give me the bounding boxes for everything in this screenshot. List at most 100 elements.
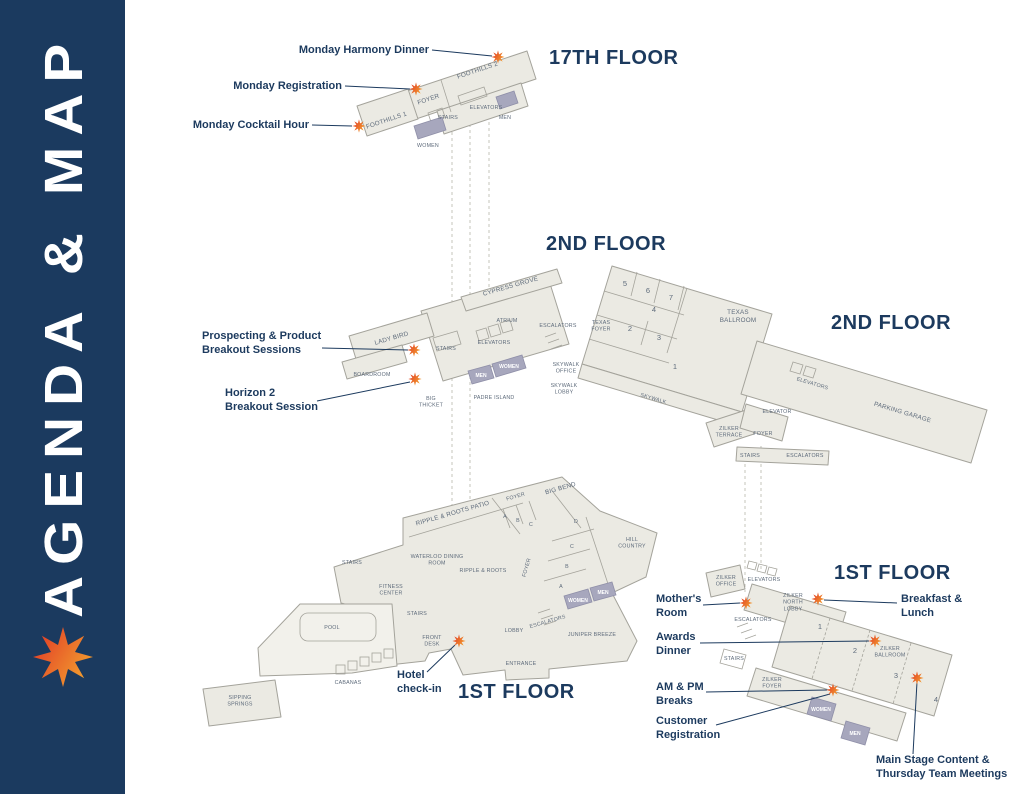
annotation-monday-registration: Monday Registration	[233, 80, 342, 92]
room-label-entrance: ENTRANCE	[506, 661, 537, 667]
marker-breakfast-lunch	[811, 592, 825, 606]
room-number-4: 4	[652, 305, 656, 314]
marker-monday-registration	[409, 82, 423, 96]
marker-hotel-checkin	[452, 634, 466, 648]
room-label-b-north: B	[516, 518, 520, 524]
marker-horizon2-breakout	[408, 372, 422, 386]
title-floor-2: 2ND FLOOR	[546, 233, 666, 255]
leader-monday-registration	[344, 85, 411, 90]
leader-am-pm-breaks	[705, 689, 828, 693]
room-label-stairs-w: STAIRS	[407, 611, 427, 617]
room-label-atrium: ATRIUM	[496, 318, 517, 324]
floor1-room-dividers	[408, 491, 611, 591]
room-label-elevators: ELEVATORS	[748, 577, 781, 583]
garage-elevator-boxes	[789, 361, 817, 379]
floor2-elevator-boxes	[475, 319, 514, 342]
floor2-men-room	[467, 364, 495, 385]
floor2-terrace-escalator-strip	[735, 446, 830, 466]
annotation-leader-lines	[311, 49, 918, 755]
room-label-terrace-stairs: STAIRS	[740, 453, 760, 459]
room-number-1: 1	[818, 622, 822, 631]
marker-awards-dinner	[868, 634, 882, 648]
room-label-c: C	[570, 544, 574, 550]
floor2-escalator-hatch	[544, 332, 563, 350]
floor1-women-room	[563, 588, 593, 610]
floor17-women-room	[413, 116, 447, 140]
room-label-a-north: A	[503, 514, 507, 520]
room-number-5: 5	[623, 279, 627, 288]
room-label-c-north: C	[529, 522, 533, 528]
floor17-men-room	[495, 90, 519, 110]
floor1-pool-shape	[299, 612, 377, 642]
leader-breakfast-lunch	[823, 599, 898, 604]
room-number-2: 2	[853, 646, 857, 655]
floor17-elevator-box	[457, 86, 488, 106]
annotation-breakfast-lunch: Breakfast &Lunch	[901, 593, 962, 619]
room-number-2: 2	[628, 324, 632, 333]
leader-mothers-room	[702, 602, 741, 606]
room-label-men: MEN	[849, 731, 861, 737]
floor2-boardroom-block	[341, 344, 408, 380]
room-label-women: WOMEN	[417, 143, 439, 149]
floor2-texas-room-dividers	[588, 271, 688, 364]
room-label-men: MEN	[499, 115, 511, 121]
room-number-7: 7	[669, 293, 673, 302]
zilker-office-block	[705, 564, 746, 598]
floor1-cabana-boxes	[335, 648, 394, 675]
room-label-men: MEN	[597, 590, 609, 596]
floor2-cypress-band	[460, 268, 563, 312]
room-label-women: WOMEN	[811, 707, 831, 713]
marker-monday-cocktail-hour	[352, 119, 366, 133]
zilker-ballroom	[771, 605, 953, 717]
room-label-juniper-breeze: JUNIPER BREEZE	[568, 632, 616, 638]
room-number-1: 1	[673, 362, 677, 371]
title-floor-17: 17TH FLOOR	[549, 47, 679, 69]
floor2-women-room	[491, 354, 527, 378]
floor1-men-room	[589, 581, 617, 602]
room-label-stairs: STAIRS	[438, 115, 458, 121]
room-label-cabanas: CABANAS	[335, 680, 362, 686]
room-label-elevator: ELEVATOR	[763, 409, 792, 415]
zilker-ballroom-dividers	[811, 617, 912, 705]
marker-main-stage	[910, 671, 924, 685]
floor2-parking-garage	[740, 340, 988, 464]
room-label-stairs-nw: STAIRS	[342, 560, 362, 566]
sidebar: AGENDA & MAP	[0, 0, 125, 794]
title-floor-1: 1ST FLOOR	[458, 681, 575, 703]
marker-prospecting-breakouts	[407, 343, 421, 357]
annotation-harmony-dinner: Monday Harmony Dinner	[299, 44, 430, 56]
sidebar-title: AGENDA & MAP	[34, 33, 94, 618]
room-label-a: A	[559, 584, 563, 590]
room-label-padre-island: PADRE ISLAND	[474, 395, 515, 401]
room-label-elevators: ELEVATORS	[478, 340, 511, 346]
floor-1-main-plan: RIPPLE & ROOTS PATIO FOYER A B C BIG BEN…	[202, 476, 658, 727]
room-label-d: D	[574, 519, 578, 525]
marker-monday-harmony-dinner	[491, 50, 505, 64]
room-label-pool: POOL	[324, 625, 340, 631]
room-number-4: 4	[934, 695, 938, 704]
zilker-escalator-hatch	[736, 622, 757, 640]
room-label-stairs: STAIRS	[436, 346, 456, 352]
floor-17-plan: FOOTHILLS 2 FOYER FOOTHILLS 1 STAIRS ELE…	[356, 50, 537, 149]
leader-hotel-checkin	[426, 644, 456, 673]
room-number-3: 3	[894, 671, 898, 680]
room-label-escalators: ESCALATORS	[734, 617, 771, 623]
leader-customer-registration	[715, 693, 831, 726]
